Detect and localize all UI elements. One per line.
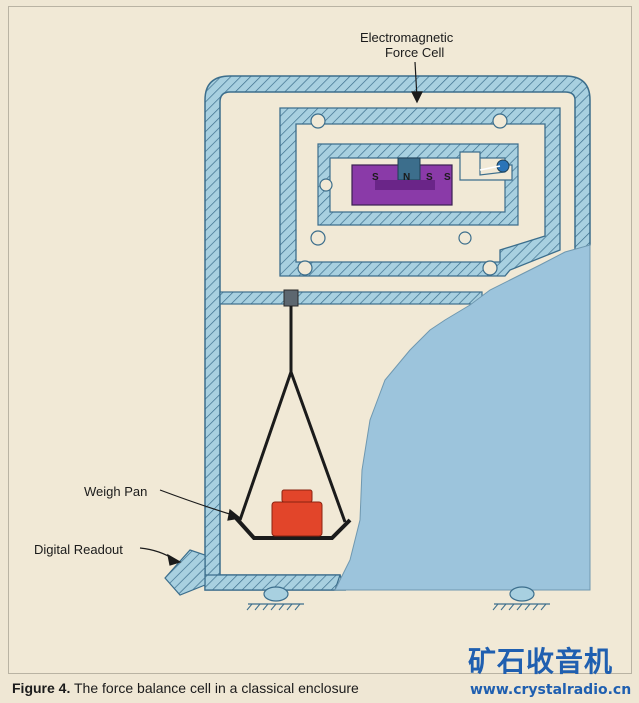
digital-readout-box — [164, 549, 206, 596]
flexure-frame — [279, 107, 561, 277]
weigh-pan-label: Weigh Pan — [84, 484, 148, 499]
watermark-url: www.crystalradio.cn — [470, 682, 632, 698]
figure-caption: Figure 4. The force balance cell in a cl… — [12, 680, 359, 696]
cutaway-region — [334, 244, 591, 591]
enclosure-feet — [246, 586, 550, 611]
weight-handle — [281, 489, 313, 503]
magnet-letter: S — [372, 172, 379, 183]
force-cell-label: Electromagnetic Force Cell — [360, 30, 454, 60]
position-sensor — [459, 151, 513, 181]
magnet-letters: S N S S — [372, 172, 451, 183]
coupling-block — [283, 289, 299, 307]
magnet-letter: N — [403, 172, 410, 183]
weigh-pan-leader — [159, 489, 237, 517]
magnet-assembly — [351, 157, 453, 206]
weigh-pan — [234, 516, 352, 540]
divider-shelf — [219, 291, 483, 305]
hanger — [238, 371, 347, 523]
caption-text: The force balance cell in a classical en… — [74, 680, 359, 696]
weight-body — [271, 501, 323, 537]
leader-lines — [139, 61, 423, 566]
watermark-chinese: 矿石收音机 — [468, 645, 614, 678]
weigh-pan-assembly — [234, 306, 352, 540]
caption-figure-number: Figure 4. — [12, 680, 71, 696]
magnet-letter: S — [444, 172, 451, 183]
magnet-letter: S — [426, 172, 433, 183]
right-foot — [509, 586, 535, 602]
enclosure-outer-wall — [204, 75, 591, 591]
digital-readout-label: Digital Readout — [34, 542, 123, 557]
left-foot — [263, 586, 289, 602]
